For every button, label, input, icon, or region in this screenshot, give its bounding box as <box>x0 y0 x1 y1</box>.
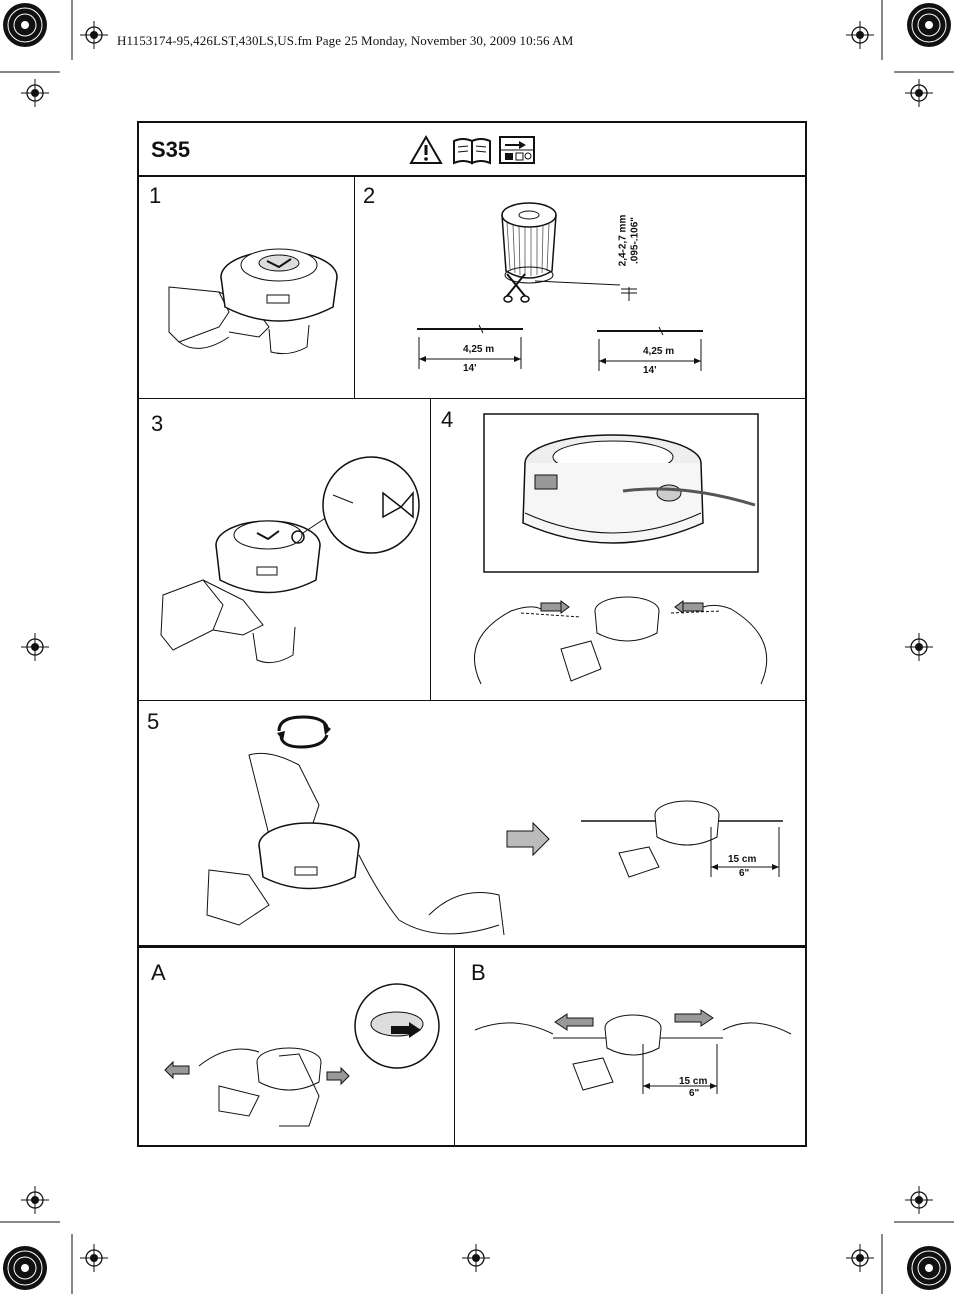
line-release-illustration <box>164 983 440 1127</box>
length-dimension-right <box>597 326 703 371</box>
title-row: S35 <box>139 123 805 177</box>
length-ft-right: 14' <box>643 365 657 376</box>
step-b-length-cm: 15 cm <box>679 1076 708 1087</box>
step-b-length-in: 6" <box>689 1088 700 1099</box>
step-b-panel: B 15 cm 6" <box>455 948 805 1145</box>
rotate-arrows-icon <box>277 715 331 749</box>
length-m-left: 4,25 m <box>463 344 495 355</box>
warning-triangle-icon <box>409 135 443 164</box>
line-insertion-closeup <box>483 413 759 573</box>
step-2-label: 2 <box>363 183 376 208</box>
step-b-label: B <box>471 960 486 985</box>
step-1-panel: 1 <box>139 177 355 399</box>
diameter-dimension <box>621 287 637 301</box>
step-a-label: A <box>151 960 166 985</box>
hands-threading-illustration <box>473 596 768 685</box>
step-5-length-in: 6" <box>739 868 750 879</box>
length-ft-left: 14' <box>463 363 477 374</box>
line-pulling-illustration <box>474 1009 792 1094</box>
trimmer-head-detail-illustration <box>160 456 420 664</box>
section-title: S35 <box>151 137 191 162</box>
step-4-label: 4 <box>441 407 454 432</box>
trimmer-line-result-illustration <box>581 800 783 878</box>
step-5-label: 5 <box>147 709 160 734</box>
right-arrow-icon <box>506 821 550 857</box>
step-5-length-cm: 15 cm <box>728 854 757 865</box>
step-1-label: 1 <box>149 183 162 208</box>
step-a-panel: A <box>139 948 455 1145</box>
winding-hands-illustration <box>206 752 505 936</box>
instruction-panel-icon <box>499 136 535 164</box>
step-5-panel: 5 15 cm <box>139 701 805 948</box>
scissors-icon <box>503 273 530 303</box>
length-dimension-left <box>417 324 523 369</box>
diameter-in-text: .095-.106" <box>629 217 641 264</box>
open-manual-icon <box>453 138 491 165</box>
page-header: H1153174-95,426LST,430LS,US.fm Page 25 M… <box>117 33 574 48</box>
step-4-panel: 4 <box>431 399 805 701</box>
line-spool-illustration <box>501 202 621 286</box>
step-2-panel: 2 2,4-2,7 mm .095-.106" <box>355 177 805 399</box>
diameter-mm-text: 2,4-2,7 mm <box>617 214 629 267</box>
length-m-right: 4,25 m <box>643 346 675 357</box>
step-3-panel: 3 <box>139 399 431 701</box>
instruction-frame: S35 1 <box>137 121 807 1147</box>
trimmer-head-illustration <box>168 248 338 355</box>
step-3-label: 3 <box>151 411 164 436</box>
